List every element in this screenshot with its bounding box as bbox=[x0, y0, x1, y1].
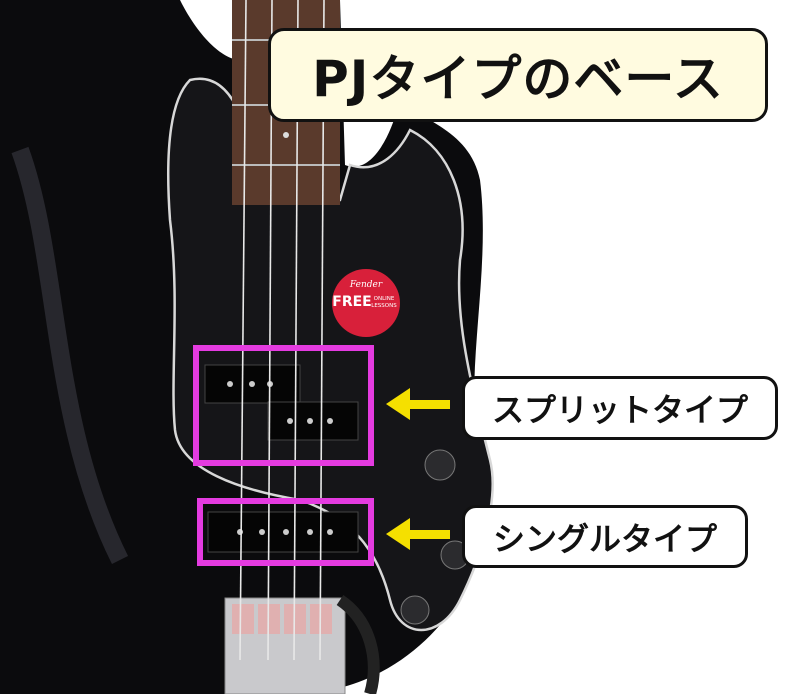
body-highlight bbox=[11, 146, 129, 565]
split-type-label: スプリットタイプ bbox=[462, 376, 778, 440]
svg-text:Fender: Fender bbox=[349, 280, 383, 290]
svg-text:FREE: FREE bbox=[332, 294, 371, 310]
svg-text:LESSONS: LESSONS bbox=[371, 303, 397, 309]
single-pickup-highlight bbox=[197, 498, 374, 566]
cable bbox=[336, 595, 380, 694]
knob bbox=[424, 449, 456, 481]
svg-text:ONLINE: ONLINE bbox=[374, 296, 395, 302]
single-type-label: シングルタイプ bbox=[462, 505, 748, 568]
fender-sticker: Fender FREE ONLINE LESSONS bbox=[332, 269, 400, 337]
split-pickup-highlight bbox=[193, 345, 374, 466]
knob bbox=[400, 595, 430, 625]
arrow-icon bbox=[386, 518, 450, 550]
title-label: PJタイプのベース bbox=[268, 28, 768, 122]
pickguard bbox=[166, 77, 494, 632]
arrow-icon bbox=[386, 388, 450, 420]
